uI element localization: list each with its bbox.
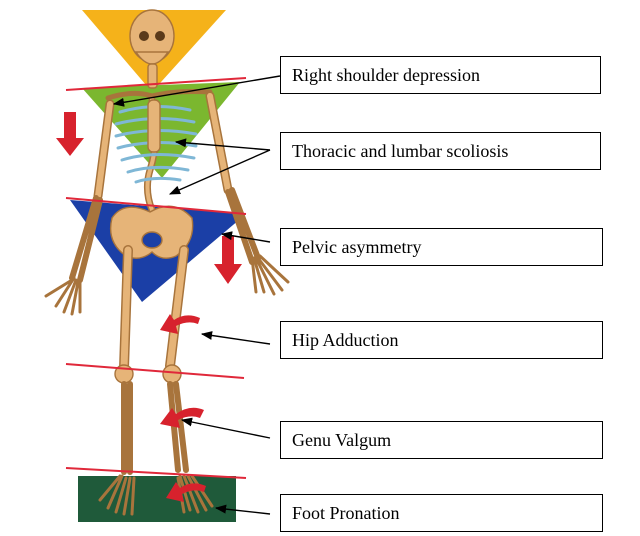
label-hip-adduction: Hip Adduction [280,321,603,359]
neck [147,63,158,89]
left-foot [176,474,214,514]
left-forearm [225,187,261,265]
right-forearm [69,195,103,283]
left-hand [250,254,290,296]
sternum [147,99,161,153]
label-text: Thoracic and lumbar scoliosis [292,140,509,161]
skeleton [44,9,290,516]
leader-thoracic [174,138,271,151]
left-knee [162,364,182,384]
shoulder-line [65,77,247,91]
leader-lines [112,75,281,515]
label-text: Genu Valgum [292,429,392,450]
right-hand [44,276,82,316]
label-text: Right shoulder depression [292,64,480,85]
left-tibia [167,381,189,473]
label-shoulder-depression: Right shoulder depression [280,56,601,94]
foot-rectangle [78,476,236,522]
leader-hip [200,331,271,345]
right-tibia [121,381,133,475]
red-down-arrow-icon [56,112,84,156]
leader-lumbar [168,149,271,195]
leader-pelvis [220,231,271,243]
label-text: Pelvic asymmetry [292,236,422,257]
ankle-line [65,467,247,479]
red-curved-arrow-icon [160,314,200,334]
knee-line [65,363,245,379]
label-text: Foot Pronation [292,502,400,523]
label-text: Hip Adduction [292,329,399,350]
right-foot [98,474,136,516]
alignment-lines [65,77,247,479]
label-pelvic-asymmetry: Pelvic asymmetry [280,228,603,266]
pelvis-line [65,197,247,215]
red-curved-arrow-icon [166,482,206,502]
label-genu-valgum: Genu Valgum [280,421,603,459]
label-scoliosis: Thoracic and lumbar scoliosis [280,132,601,170]
label-foot-pronation: Foot Pronation [280,494,603,532]
leader-shoulder [112,75,281,107]
leader-foot [214,504,271,515]
red-down-arrow-icon [214,236,242,284]
leader-knee [180,417,271,439]
